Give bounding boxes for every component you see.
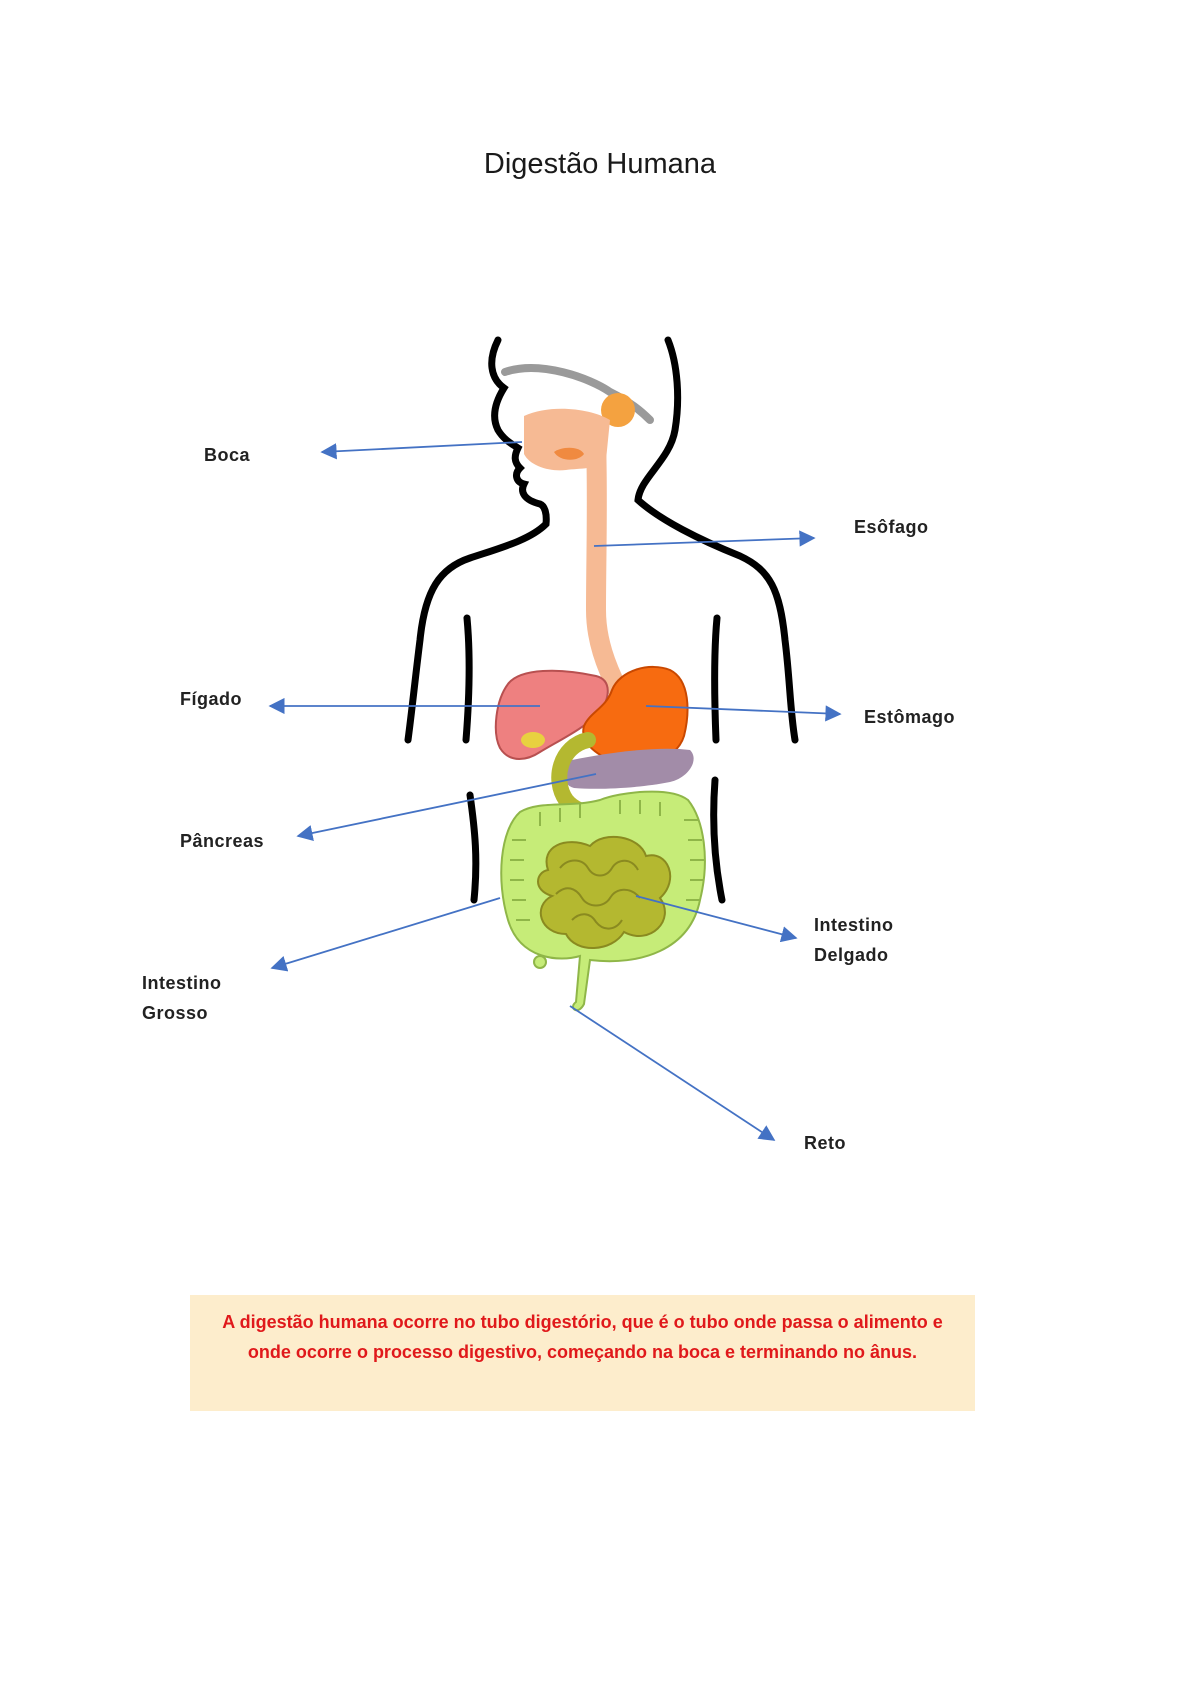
label-intestino-delgado: Intestino Delgado <box>814 910 894 970</box>
label-estomago-text: Estômago <box>864 707 956 727</box>
salivary-gland <box>601 393 635 427</box>
label-figado: Fígado <box>180 684 242 714</box>
arrow-pancreas <box>296 773 597 841</box>
arrow-intestino-delgado <box>635 895 798 943</box>
arrow-boca <box>320 441 523 460</box>
info-note-text: A digestão humana ocorre no tubo digestó… <box>222 1312 943 1362</box>
label-figado-text: Fígado <box>180 689 242 709</box>
label-intestino-delgado-line1: Intestino <box>814 915 894 935</box>
label-reto-text: Reto <box>804 1133 846 1153</box>
tongue <box>554 447 584 460</box>
label-intestino-delgado-line2: Delgado <box>814 945 889 965</box>
arrow-reto <box>569 1005 776 1141</box>
pancreas-organ <box>563 748 694 789</box>
arrow-intestino-grosso <box>270 897 501 972</box>
nasal-cavity <box>501 364 654 424</box>
arrow-esofago <box>593 530 816 547</box>
gallbladder <box>521 732 545 748</box>
label-estomago: Estômago <box>864 702 955 732</box>
appendix <box>533 955 547 969</box>
small-intestine-coils <box>555 859 641 930</box>
info-note-box: A digestão humana ocorre no tubo digestó… <box>190 1295 975 1411</box>
label-pancreas-text: Pâncreas <box>180 831 265 851</box>
label-boca: Boca <box>204 440 250 470</box>
esophagus-tube <box>585 430 628 700</box>
label-intestino-grosso-line2: Grosso <box>142 1003 209 1023</box>
colon-folds <box>510 800 704 921</box>
label-esofago-text: Esôfago <box>854 517 929 537</box>
label-intestino-grosso-line1: Intestino <box>142 973 222 993</box>
pointer-arrows <box>268 441 842 1141</box>
small-intestine-organ <box>537 836 672 949</box>
body-outline <box>404 336 799 904</box>
label-reto: Reto <box>804 1128 846 1158</box>
label-boca-text: Boca <box>204 445 251 465</box>
label-esofago: Esôfago <box>854 512 929 542</box>
label-intestino-grosso: Intestino Grosso <box>142 968 222 1028</box>
arrow-estomago <box>645 705 842 722</box>
page-title: Digestão Humana <box>483 148 717 180</box>
label-pancreas: Pâncreas <box>180 826 264 856</box>
